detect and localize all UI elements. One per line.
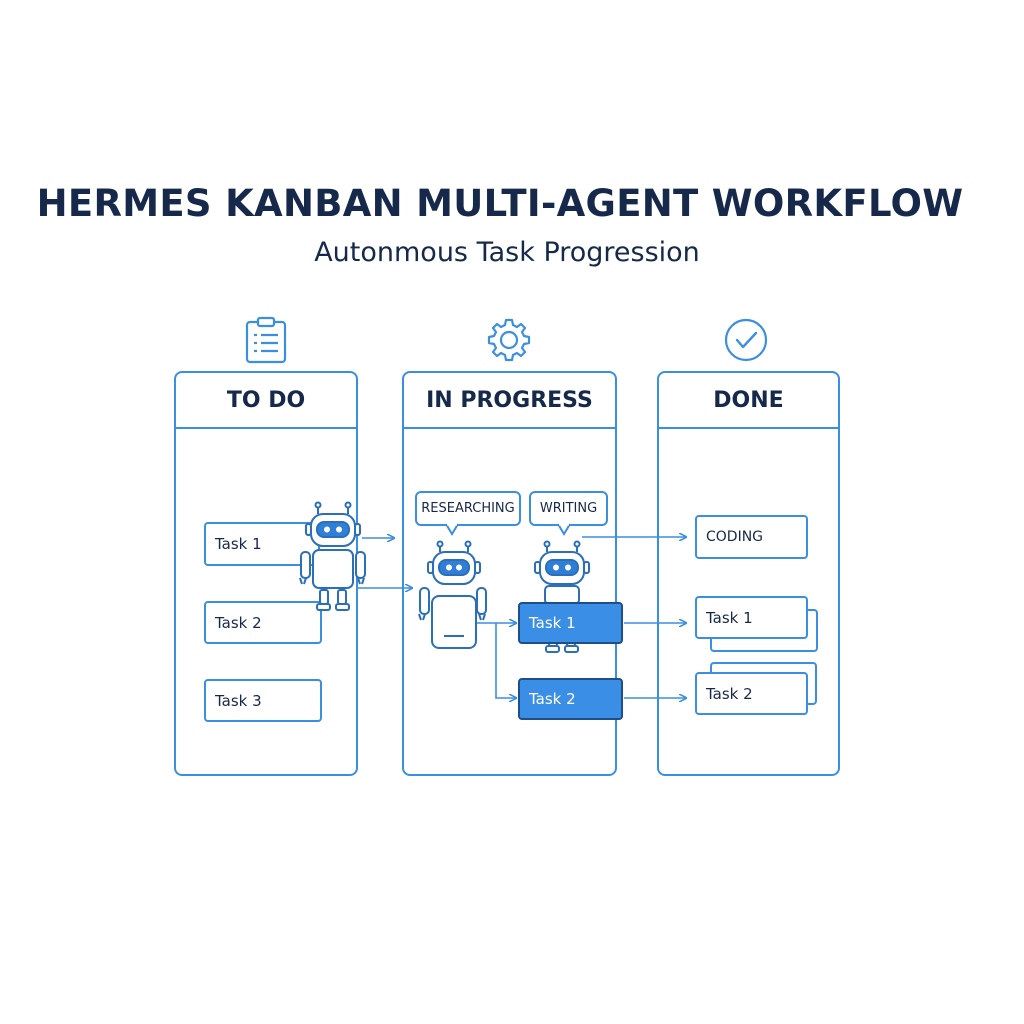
robot-agent-researching bbox=[418, 540, 487, 649]
progress-card-task-1[interactable]: Task 1 bbox=[518, 602, 623, 644]
progress-card-task-2[interactable]: Task 2 bbox=[518, 678, 623, 720]
arrow-robot-to-task2 bbox=[495, 623, 516, 698]
diagram-title: HERMES KANBAN MULTI-AGENT WORKFLOW bbox=[36, 182, 964, 225]
done-card-task-1[interactable]: Task 1 bbox=[695, 596, 808, 639]
todo-card-task-2[interactable]: Task 2 bbox=[204, 601, 322, 644]
robot-agent-1 bbox=[299, 501, 366, 611]
bubble-writing: WRITING bbox=[529, 491, 608, 526]
column-in-progress-header: IN PROGRESS bbox=[404, 373, 615, 429]
gear-icon bbox=[487, 318, 531, 362]
column-in-progress: IN PROGRESS bbox=[402, 371, 617, 776]
check-circle-icon bbox=[724, 318, 768, 362]
todo-card-task-3[interactable]: Task 3 bbox=[204, 679, 322, 722]
column-done-header: DONE bbox=[659, 373, 838, 429]
robot-agent-writing bbox=[534, 540, 590, 653]
done-card-coding[interactable]: CODING bbox=[695, 515, 808, 559]
column-done: DONE bbox=[657, 371, 840, 776]
clipboard-icon bbox=[245, 316, 287, 364]
column-todo-header: TO DO bbox=[176, 373, 356, 429]
bubble-researching: RESEARCHING bbox=[415, 491, 521, 526]
diagram-subtitle: Autonmous Task Progression bbox=[314, 237, 700, 268]
done-card-task-2[interactable]: Task 2 bbox=[695, 672, 808, 715]
